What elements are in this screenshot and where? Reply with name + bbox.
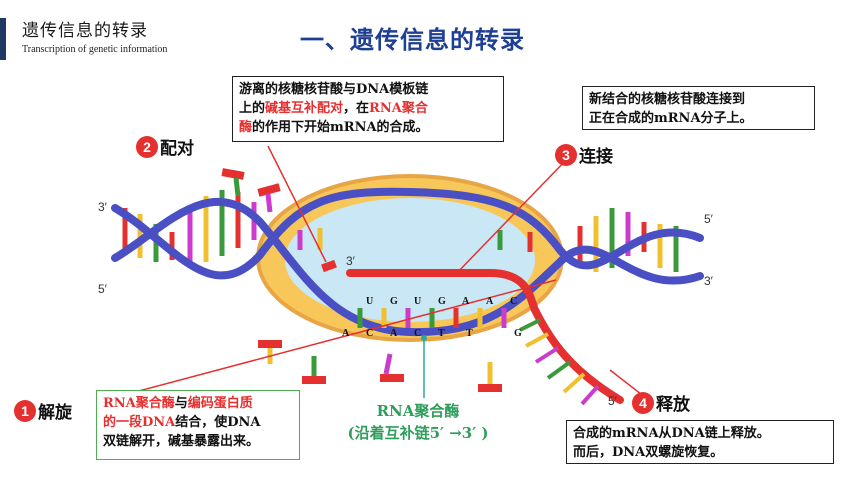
dna-base: A [342, 328, 350, 339]
step-number-badge: 3 [555, 143, 577, 166]
rna-base: U [414, 296, 422, 307]
dna-base: C [414, 328, 422, 339]
dna-base: C [366, 328, 374, 339]
dna-base: T [438, 328, 445, 339]
rna-base: G [438, 296, 446, 307]
dna-strands [111, 187, 704, 337]
step-number-badge: 2 [136, 135, 158, 158]
rna-base: A [462, 296, 470, 307]
free-nucleotides [221, 168, 502, 392]
linking-description-box: 新结合的核糖核苷酸连接到 正在合成的mRNA分子上。 [582, 86, 815, 130]
prime-left-bottom: 5′ [98, 282, 107, 296]
header-subtitle: Transcription of genetic information [22, 44, 168, 55]
release-description-box: 合成的mRNA从DNA链上释放。 而后，DNA双螺旋恢复。 [566, 420, 834, 464]
rna-base: C [510, 296, 518, 307]
transcription-bubble-inner [285, 198, 535, 322]
rna-polymerase-label: RNA聚合酶 (沿着互补链5′ →3′ ) [347, 402, 489, 442]
prime-mrna-start: 3′ [346, 254, 355, 268]
dna-base: T [466, 328, 473, 339]
dna-base: G [514, 328, 522, 339]
page-title: 一、遗传信息的转录 [300, 25, 525, 54]
header-title: 遗传信息的转录 [22, 21, 148, 41]
released-mrna-bases [519, 318, 600, 406]
template-base-stubs [297, 228, 533, 328]
rna-base: U [366, 296, 374, 307]
prime-right-top: 5′ [704, 212, 713, 226]
unwinding-description-box: RNA聚合酶与编码蛋白质 的一段DNA结合，使DNA 双链解开，碱基暴露出来。 [96, 390, 300, 460]
prime-mrna-end: 5′ [608, 394, 617, 408]
prime-right-bottom: 3′ [704, 274, 713, 288]
header-accent-bar [0, 18, 6, 60]
pairing-description-box: 游离的核糖核苷酸与DNA模板链 上的碱基互补配对，在RNA聚合 酶的作用下开始m… [232, 76, 504, 142]
rna-base: G [390, 296, 398, 307]
step-number-badge: 1 [14, 399, 36, 422]
dna-base: A [390, 328, 398, 339]
prime-left-top: 3′ [98, 200, 107, 214]
rna-base: A [486, 296, 494, 307]
step-number-badge: 4 [632, 391, 654, 414]
